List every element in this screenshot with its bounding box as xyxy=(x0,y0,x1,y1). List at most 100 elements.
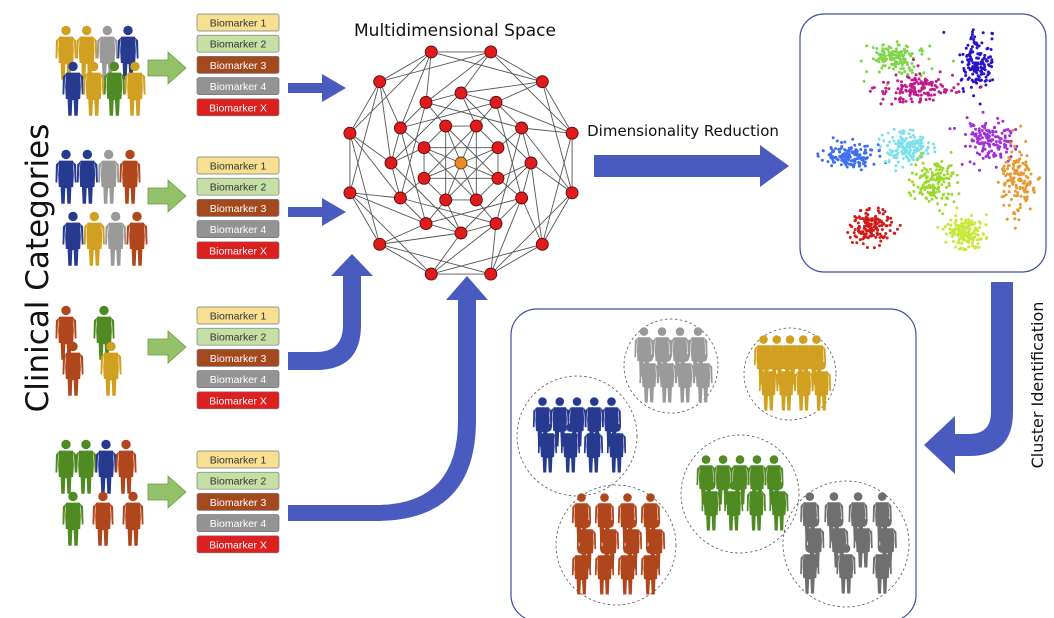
cluster-identification-label: Cluster Identification xyxy=(1028,302,1047,469)
tsne-point xyxy=(969,220,972,224)
tsne-point xyxy=(882,60,886,64)
tsne-point xyxy=(921,145,925,148)
tsne-point xyxy=(958,247,961,251)
tsne-point xyxy=(921,192,924,196)
tsne-point xyxy=(967,60,971,64)
tsne-point xyxy=(978,153,982,156)
tsne-point xyxy=(883,160,887,164)
tsne-point xyxy=(981,232,985,236)
tsne-point xyxy=(880,228,884,231)
tsne-point xyxy=(892,53,896,57)
tsne-point xyxy=(912,151,916,155)
biomarker-box xyxy=(196,391,280,410)
tsne-point xyxy=(887,53,891,57)
tsne-point xyxy=(859,168,863,172)
tsne-point xyxy=(891,136,895,139)
tsne-point xyxy=(892,139,896,143)
tsne-point xyxy=(994,140,998,144)
tsne-point xyxy=(971,131,975,135)
tsne-point xyxy=(881,53,885,57)
network-edge xyxy=(349,133,381,245)
tsne-point xyxy=(929,93,933,97)
network-edge xyxy=(460,92,532,164)
tsne-point xyxy=(946,166,950,170)
tsne-point xyxy=(853,228,857,231)
tsne-point xyxy=(975,233,979,236)
tsne-point xyxy=(956,223,960,227)
tsne-point xyxy=(920,52,924,56)
tsne-point xyxy=(983,126,987,130)
tsne-point xyxy=(987,63,991,67)
tsne-point xyxy=(970,45,974,49)
tsne-point xyxy=(967,76,971,80)
tsne-point xyxy=(867,208,871,211)
tsne-point xyxy=(957,90,961,94)
tsne-point xyxy=(973,221,977,225)
tsne-point xyxy=(937,180,941,184)
tsne-point xyxy=(990,60,994,64)
tsne-point xyxy=(1013,217,1017,221)
tsne-point xyxy=(968,228,972,232)
person-figure xyxy=(76,149,98,204)
tsne-point xyxy=(856,221,860,225)
tsne-point xyxy=(901,165,905,169)
network-edge xyxy=(495,102,523,199)
network-nodes xyxy=(343,45,579,281)
tsne-point xyxy=(865,156,869,160)
tsne-point xyxy=(941,193,945,197)
tsne-point xyxy=(855,235,858,239)
tsne-point xyxy=(880,234,883,238)
biomarker-label: Biomarker 3 xyxy=(210,60,267,72)
tsne-point xyxy=(890,220,894,224)
tsne-point xyxy=(996,135,1000,139)
tsne-point xyxy=(912,144,916,148)
tsne-point xyxy=(919,135,922,139)
tsne-point xyxy=(853,160,857,164)
tsne-point xyxy=(839,163,843,167)
person-figure xyxy=(117,25,139,80)
tsne-point xyxy=(1016,191,1019,195)
biomarker-label: Biomarker 2 xyxy=(210,332,267,344)
network-edge xyxy=(490,51,543,83)
tsne-point xyxy=(897,54,901,58)
tsne-point xyxy=(952,86,956,90)
tsne-cluster-3 xyxy=(868,58,983,106)
network-node xyxy=(439,193,453,207)
tsne-point xyxy=(950,235,954,239)
tsne-point xyxy=(838,150,842,154)
tsne-point xyxy=(994,154,998,158)
tsne-point xyxy=(916,64,920,68)
tsne-point xyxy=(914,163,918,167)
tsne-point xyxy=(848,223,852,227)
tsne-point xyxy=(929,191,932,195)
cluster-boundary xyxy=(743,327,837,421)
tsne-point xyxy=(944,203,948,207)
tsne-point xyxy=(927,179,930,183)
tsne-point xyxy=(912,92,916,96)
tsne-point xyxy=(984,223,988,227)
tsne-point xyxy=(901,147,905,151)
tsne-point xyxy=(921,136,925,140)
biomarker-box xyxy=(196,220,280,238)
tsne-point xyxy=(977,127,981,131)
tsne-point xyxy=(978,226,982,229)
tsne-point xyxy=(910,71,914,75)
network-edge xyxy=(521,127,573,194)
tsne-point xyxy=(859,230,863,234)
tsne-point xyxy=(933,88,937,92)
tsne-point xyxy=(904,145,908,149)
tsne-point xyxy=(906,72,910,76)
tsne-point xyxy=(970,214,974,217)
tsne-point xyxy=(919,147,923,151)
tsne-point xyxy=(986,129,990,133)
tsne-point xyxy=(874,214,878,218)
tsne-point xyxy=(1006,128,1010,131)
tsne-point xyxy=(857,156,861,160)
tsne-point xyxy=(933,150,937,154)
tsne-point xyxy=(975,43,979,46)
tsne-point xyxy=(874,226,877,230)
tsne-point xyxy=(955,227,959,231)
biomarker-box xyxy=(196,177,280,196)
tsne-point xyxy=(910,180,914,184)
